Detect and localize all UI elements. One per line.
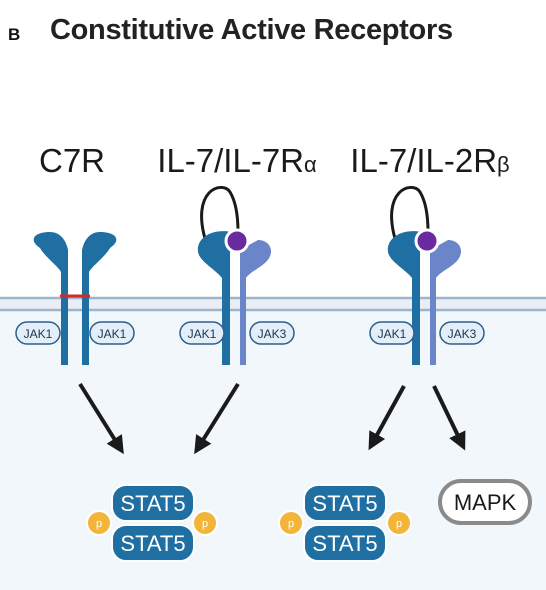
svg-text:p: p	[288, 518, 294, 530]
svg-text:MAPK: MAPK	[454, 490, 517, 515]
phospho-1a	[86, 510, 112, 536]
panel-letter: B	[8, 25, 21, 44]
il2r-gamma-chain	[430, 240, 462, 365]
stat5-top-1	[111, 484, 195, 522]
jak-c7r-right: JAK1	[89, 321, 135, 345]
stat5-bottom-1	[111, 524, 195, 562]
stat5-top-2	[303, 484, 387, 522]
jak-il2r-left: JAK1	[369, 321, 415, 345]
jak-il7r-right: JAK3	[249, 321, 295, 345]
svg-text:p: p	[96, 518, 102, 530]
label-il2r-beta: IL-7/IL-2Rβ	[350, 142, 509, 180]
stat5-dimer-1: p p STAT5 STAT5	[86, 484, 218, 562]
il7-ligand-2	[414, 228, 440, 254]
svg-text:STAT5: STAT5	[312, 491, 377, 516]
jak-il2r-right: JAK3	[439, 321, 485, 345]
svg-text:p: p	[396, 518, 402, 530]
jak-c7r-left: JAK1	[15, 321, 61, 345]
arrow-c7r-to-stat5	[78, 382, 124, 455]
il7r-gamma-chain	[240, 240, 272, 365]
label-il2r-subscript: β	[497, 152, 510, 177]
il7r-tether-loop	[200, 185, 240, 243]
label-il7r-subscript: α	[304, 152, 317, 177]
stat5-bottom-2	[303, 524, 387, 562]
mapk-node: MAPK	[438, 479, 532, 525]
arrow-il2r-to-mapk	[432, 385, 466, 451]
cytoplasm	[0, 306, 546, 590]
arrow-il2r-to-stat5	[368, 385, 406, 451]
label-il7r-name: IL-7/IL-7R	[157, 142, 305, 179]
c7r-left-chain	[33, 232, 68, 365]
label-c7r: C7R	[39, 142, 105, 180]
il2r-tether-loop	[390, 185, 430, 243]
phospho-2a	[278, 510, 304, 536]
label-c7r-name: C7R	[38, 142, 106, 179]
svg-text:STAT5: STAT5	[312, 531, 377, 556]
svg-text:JAK1: JAK1	[188, 327, 217, 341]
svg-text:JAK1: JAK1	[98, 327, 127, 341]
jak-il7r-left: JAK1	[179, 321, 225, 345]
phospho-1b	[192, 510, 218, 536]
svg-text:STAT5: STAT5	[120, 531, 185, 556]
svg-text:p: p	[202, 518, 208, 530]
label-il2r-name: IL-7/IL-2R	[350, 142, 498, 179]
c7r-right-chain	[82, 232, 117, 365]
svg-text:STAT5: STAT5	[120, 491, 185, 516]
membrane-band	[0, 297, 546, 311]
svg-text:JAK3: JAK3	[448, 327, 477, 341]
arrow-il7r-to-stat5	[194, 382, 240, 455]
il7-ligand	[224, 228, 250, 254]
panel-title: Constitutive Active Receptors	[50, 14, 453, 46]
svg-text:JAK1: JAK1	[24, 327, 53, 341]
label-il7r-alpha: IL-7/IL-7Rα	[157, 142, 316, 180]
svg-text:JAK3: JAK3	[258, 327, 287, 341]
phospho-2b	[386, 510, 412, 536]
receptor-c7r	[33, 232, 117, 365]
stat5-dimer-2: p p STAT5 STAT5	[278, 484, 412, 562]
svg-text:JAK1: JAK1	[378, 327, 407, 341]
